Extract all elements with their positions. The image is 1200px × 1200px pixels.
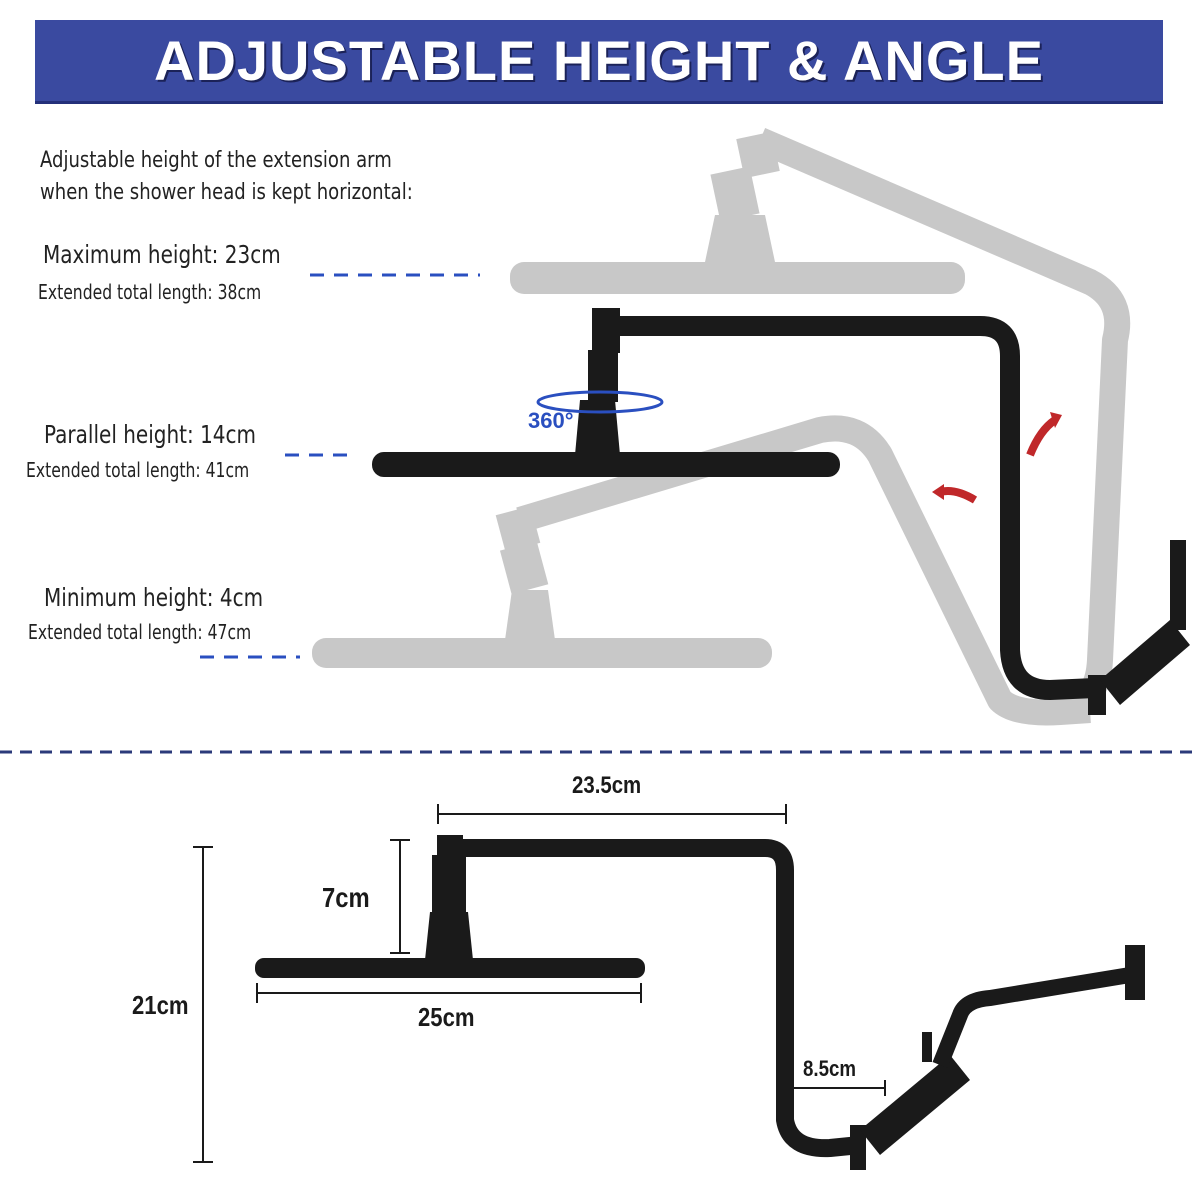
- total-height-dimension: 21cm: [132, 990, 189, 1020]
- intro-text: Adjustable height of the extension arm w…: [40, 145, 413, 209]
- head-diameter-dimension: 25cm: [418, 1002, 475, 1032]
- banner-title: ADJUSTABLE HEIGHT & ANGLE: [154, 29, 1044, 92]
- dimension-lines: [193, 804, 886, 1163]
- parallel-length-label: Extended total length: 41cm: [26, 458, 250, 482]
- intro-line-1: Adjustable height of the extension arm: [40, 148, 392, 173]
- min-height-label: Minimum height: 4cm: [44, 583, 264, 612]
- arm-length-dimension: 23.5cm: [572, 772, 642, 799]
- title-banner: ADJUSTABLE HEIGHT & ANGLE: [35, 20, 1163, 104]
- fixture-parallel-position: [372, 308, 1190, 715]
- red-arrow-icon: [1026, 416, 1058, 457]
- intro-line-2: when the shower head is kept horizontal:: [40, 180, 413, 205]
- red-arrow-icon: [938, 487, 978, 504]
- max-length-label: Extended total length: 38cm: [38, 280, 262, 304]
- offset-dimension: 8.5cm: [803, 1056, 857, 1081]
- rotation-arrow-icon: [536, 390, 664, 414]
- ghost-min-position: [312, 415, 1091, 726]
- max-height-label: Maximum height: 23cm: [43, 240, 281, 269]
- neck-height-dimension: 7cm: [322, 882, 370, 913]
- min-length-label: Extended total length: 47cm: [28, 620, 252, 644]
- fixture-dimension-drawing: [255, 835, 1145, 1170]
- rotation-label: 360°: [528, 408, 574, 433]
- parallel-height-label: Parallel height: 14cm: [44, 420, 257, 449]
